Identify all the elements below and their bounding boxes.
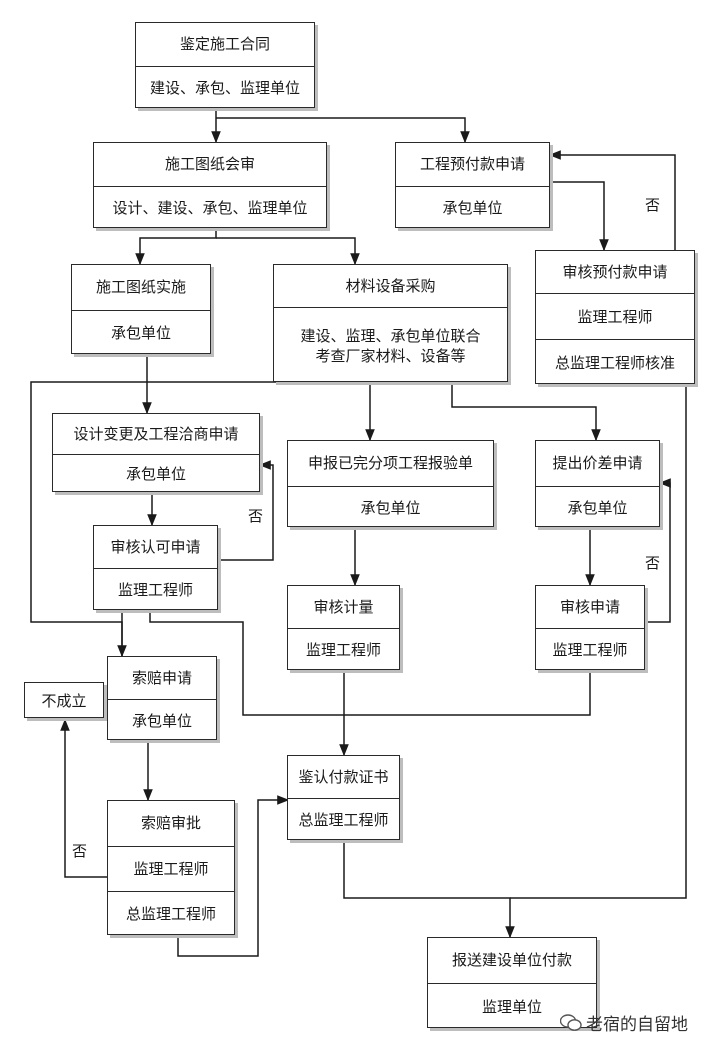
edge-contract-advance <box>216 117 470 144</box>
box-advance-review-title: 审核预付款申请 <box>562 262 668 281</box>
box-claim-approve-sub: 监理工程师 <box>108 846 234 892</box>
edge-procure-price <box>451 382 601 442</box>
box-apply-review-sub: 监理工程师 <box>536 628 644 672</box>
box-advance-apply-sub: 承包单位 <box>396 186 549 230</box>
box-drawing-impl-title: 施工图纸实施 <box>95 278 186 297</box>
box-claim-approve: 索赔审批 监理工程师 总监理工程师 <box>107 800 235 935</box>
box-drawing-impl-sub: 承包单位 <box>72 310 210 356</box>
box-claim-apply-sub: 承包单位 <box>108 699 216 742</box>
box-approve-apply: 审核认可申请 监理工程师 <box>93 525 218 610</box>
box-measure-review-title: 审核计量 <box>313 597 374 616</box>
edge-advance-review <box>550 181 609 252</box>
box-claim-apply-title: 索赔申请 <box>131 668 192 687</box>
box-change-apply-title: 设计变更及工程洽商申请 <box>73 424 239 443</box>
edge-approve-line <box>149 610 591 716</box>
box-contract-sub: 建设、承包、监理单位 <box>136 66 314 110</box>
box-advance-apply: 工程预付款申请 承包单位 <box>395 142 550 228</box>
box-procurement-sub: 建设、监理、承包单位联合 考查厂家材料、设备等 <box>274 307 507 384</box>
box-price-apply: 提出价差申请 承包单位 <box>535 440 660 527</box>
box-price-apply-sub: 承包单位 <box>536 486 659 529</box>
edge-claim-no <box>60 718 107 878</box>
box-apply-review: 审核申请 监理工程师 <box>535 585 645 670</box>
edge-cert-submit <box>343 840 515 939</box>
box-approve-apply-sub: 监理工程师 <box>94 568 217 612</box>
label-no-approve: 否 <box>248 507 264 525</box>
box-drawing-review-title: 施工图纸会审 <box>164 155 255 174</box>
label-no-review: 否 <box>645 554 661 572</box>
edge-review-procure <box>216 237 360 266</box>
label-no-advance: 否 <box>645 196 661 214</box>
box-change-apply: 设计变更及工程洽商申请 承包单位 <box>52 413 260 492</box>
box-change-apply-sub: 承包单位 <box>53 454 259 494</box>
watermark-text: 老宿的自留地 <box>586 1015 688 1035</box>
box-apply-review-title: 审核申请 <box>559 597 620 616</box>
box-procurement-title: 材料设备采购 <box>345 276 436 295</box>
box-procurement: 材料设备采购 建设、监理、承包单位联合 考查厂家材料、设备等 <box>273 264 508 382</box>
box-report-done-title: 申报已完分项工程报验单 <box>307 454 473 473</box>
box-pay-cert: 鉴认付款证书 总监理工程师 <box>287 755 400 840</box>
box-advance-review-sub: 监理工程师 <box>536 293 694 340</box>
edge-advance-no <box>548 150 676 250</box>
edge-review-split <box>135 228 217 266</box>
box-claim-approve-title: 索赔审批 <box>140 814 201 833</box>
box-submit-pay-sub: 监理单位 <box>428 983 596 1030</box>
wechat-icon <box>560 1013 582 1031</box>
box-claim-apply: 索赔申请 承包单位 <box>107 656 217 740</box>
box-submit-pay-title: 报送建设单位付款 <box>451 951 572 970</box>
box-submit-pay: 报送建设单位付款 监理单位 <box>427 937 597 1028</box>
box-advance-apply-title: 工程预付款申请 <box>419 155 525 174</box>
box-advance-review-sub2: 总监理工程师核准 <box>536 339 694 386</box>
box-contract: 鉴定施工合同 建设、承包、监理单位 <box>135 22 315 108</box>
box-claim-approve-sub2: 总监理工程师 <box>108 891 234 937</box>
box-contract-title: 鉴定施工合同 <box>179 35 270 54</box>
box-measure-review: 审核计量 监理工程师 <box>287 585 400 670</box>
watermark: 老宿的自留地 <box>560 1010 688 1035</box>
box-measure-review-sub: 监理工程师 <box>288 628 399 672</box>
box-report-done-sub: 承包单位 <box>288 486 493 529</box>
box-advance-review: 审核预付款申请 监理工程师 总监理工程师核准 <box>535 250 695 384</box>
edge-claim-cert <box>177 795 290 957</box>
box-drawing-review-sub: 设计、建设、承包、监理单位 <box>94 186 326 230</box>
box-report-done: 申报已完分项工程报验单 承包单位 <box>287 440 494 527</box>
box-drawing-impl: 施工图纸实施 承包单位 <box>71 264 211 354</box>
edge-approve-no <box>218 460 274 561</box>
edge-advance-submit <box>510 384 687 899</box>
edge-review-no <box>645 478 671 623</box>
box-drawing-review: 施工图纸会审 设计、建设、承包、监理单位 <box>93 142 327 228</box>
box-pay-cert-title: 鉴认付款证书 <box>298 767 389 786</box>
box-not-valid: 不成立 <box>24 682 104 718</box>
box-pay-cert-sub: 总监理工程师 <box>288 798 399 842</box>
box-price-apply-title: 提出价差申请 <box>552 454 643 473</box>
box-approve-apply-title: 审核认可申请 <box>110 537 201 556</box>
box-not-valid-title: 不成立 <box>41 691 87 710</box>
label-no-claim: 否 <box>72 842 88 860</box>
